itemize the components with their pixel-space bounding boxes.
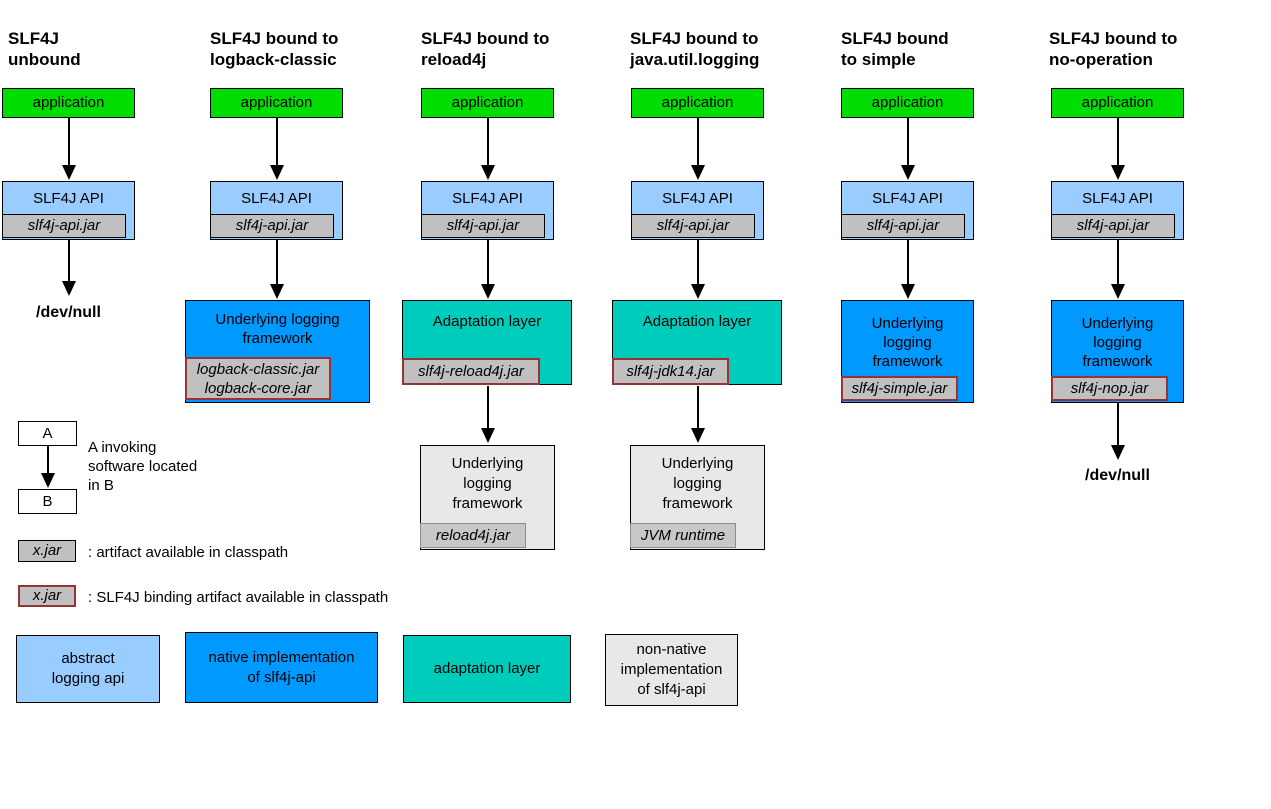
legend-binding-jar-box: x.jar — [18, 585, 76, 607]
binding-jar-box: slf4j-jdk14.jar — [612, 358, 729, 385]
application-box: application — [841, 88, 974, 118]
framework-jar-box: reload4j.jar — [420, 523, 526, 548]
api-jar-box: slf4j-api.jar — [631, 214, 755, 238]
legend-nonnative-implementation: non-native implementation of slf4j-api — [605, 634, 738, 706]
application-box: application — [210, 88, 343, 118]
legend-a-box: A — [18, 421, 77, 446]
arrow-down-icon — [691, 240, 705, 299]
arrow-down-icon — [691, 118, 705, 180]
devnull-label: /dev/null — [1085, 467, 1150, 484]
legend-binding-text: : SLF4J binding artifact available in cl… — [88, 589, 389, 606]
legend-abstract-logging-api: abstract logging api — [16, 635, 160, 703]
arrow-down-icon — [270, 118, 284, 180]
legend-adaptation-layer: adaptation layer — [403, 635, 571, 703]
arrow-down-icon — [481, 386, 495, 443]
arrow-down-icon — [62, 240, 76, 296]
legend-native-implementation: native implementation of slf4j-api — [185, 632, 378, 703]
adaptation-layer-box: Adaptation layer slf4j-jdk14.jar — [612, 300, 782, 385]
binding-jar-box: slf4j-nop.jar — [1051, 376, 1168, 401]
legend-artifact-jar-box: x.jar — [18, 540, 76, 562]
underlying-framework-box: Underlying logging framework JVM runtime — [630, 445, 765, 550]
application-box: application — [2, 88, 135, 118]
underlying-framework-box: Underlying logging framework slf4j-simpl… — [841, 300, 974, 403]
column-title-simple: SLF4J bound to simple — [841, 29, 949, 69]
adaptation-layer-box: Adaptation layer slf4j-reload4j.jar — [402, 300, 572, 385]
column-title-logback: SLF4J bound to logback-classic — [210, 29, 339, 69]
slf4j-api-box: SLF4J API slf4j-api.jar — [841, 181, 974, 240]
slf4j-api-box: SLF4J API slf4j-api.jar — [1051, 181, 1184, 240]
api-jar-box: slf4j-api.jar — [2, 214, 126, 238]
slf4j-api-box: SLF4J API slf4j-api.jar — [631, 181, 764, 240]
slf4j-api-box: SLF4J API slf4j-api.jar — [2, 181, 135, 240]
api-jar-box: slf4j-api.jar — [421, 214, 545, 238]
slf4j-api-box: SLF4J API slf4j-api.jar — [210, 181, 343, 240]
application-box: application — [631, 88, 764, 118]
underlying-framework-box: Underlying logging framework slf4j-nop.j… — [1051, 300, 1184, 403]
devnull-label: /dev/null — [36, 304, 101, 321]
api-jar-box: slf4j-api.jar — [841, 214, 965, 238]
application-box: application — [421, 88, 554, 118]
underlying-framework-box: Underlying logging framework reload4j.ja… — [420, 445, 555, 550]
arrow-down-icon — [1111, 240, 1125, 299]
application-box: application — [1051, 88, 1184, 118]
slf4j-api-box: SLF4J API slf4j-api.jar — [421, 181, 554, 240]
arrow-down-icon — [1111, 403, 1125, 460]
column-title-reload4j: SLF4J bound to reload4j — [421, 29, 550, 69]
arrow-down-icon — [901, 118, 915, 180]
legend-artifact-text: : artifact available in classpath — [88, 544, 289, 561]
arrow-down-icon — [901, 240, 915, 299]
column-title-jul: SLF4J bound to java.util.logging — [630, 29, 760, 69]
arrow-down-icon — [41, 446, 55, 488]
arrow-down-icon — [62, 118, 76, 180]
column-title-unbound: SLF4J unbound — [8, 29, 81, 69]
arrow-down-icon — [481, 118, 495, 180]
arrow-down-icon — [270, 240, 284, 299]
api-jar-box: slf4j-api.jar — [1051, 214, 1175, 238]
arrow-down-icon — [1111, 118, 1125, 180]
binding-jar-box: logback-classic.jar logback-core.jar — [185, 357, 331, 400]
column-title-nop: SLF4J bound to no-operation — [1049, 29, 1178, 69]
underlying-framework-box: Underlying logging framework logback-cla… — [185, 300, 370, 403]
legend-b-box: B — [18, 489, 77, 514]
arrow-down-icon — [481, 240, 495, 299]
binding-jar-box: slf4j-reload4j.jar — [402, 358, 540, 385]
binding-jar-box: slf4j-simple.jar — [841, 376, 958, 401]
arrow-down-icon — [691, 386, 705, 443]
legend-invoking-text: A invoking software located in B — [88, 439, 198, 494]
framework-jar-box: JVM runtime — [630, 523, 736, 548]
api-jar-box: slf4j-api.jar — [210, 214, 334, 238]
